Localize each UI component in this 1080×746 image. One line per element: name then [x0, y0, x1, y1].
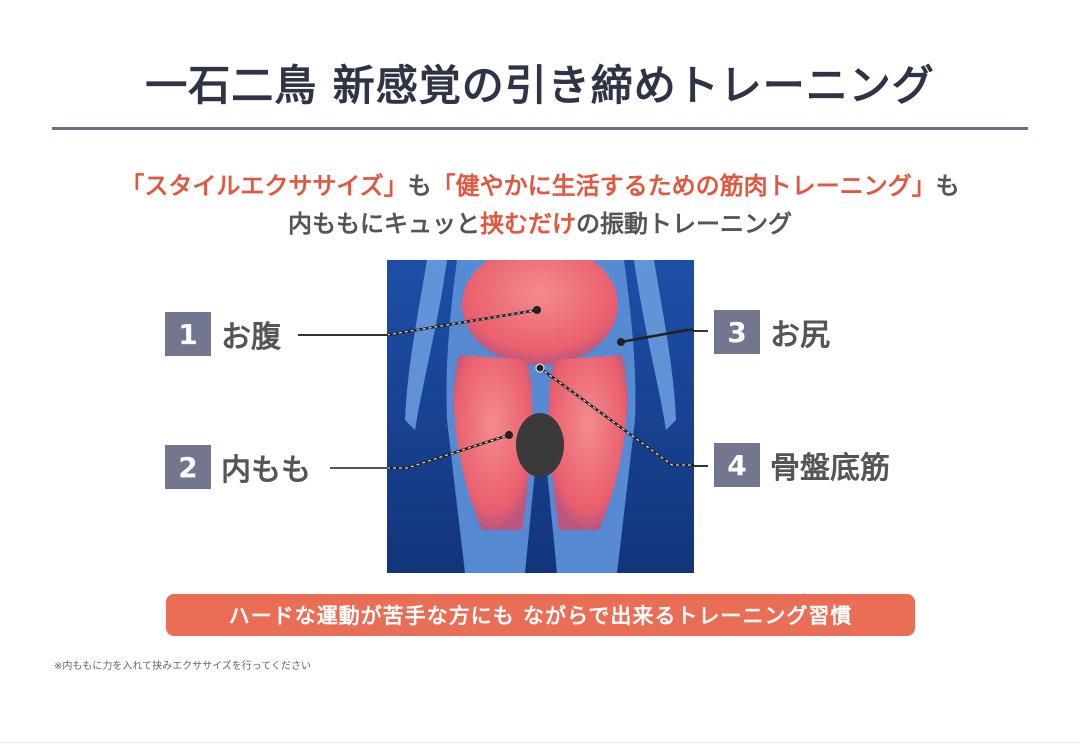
pointer-line-2: [330, 467, 388, 469]
label-inner-thigh: 2 内もも: [165, 445, 311, 489]
badge-2: 2: [165, 445, 211, 489]
bottom-divider: [0, 742, 1080, 743]
label-text-2: 内もも: [221, 453, 311, 488]
label-text-3: お尻: [770, 318, 830, 353]
pointer-line-1: [298, 334, 388, 336]
badge-4: 4: [714, 443, 760, 487]
label-text-1: お腹: [221, 320, 281, 355]
badge-3: 3: [714, 310, 760, 354]
lead-1-part-4: も: [935, 172, 960, 200]
lead-2-part-1: 内ももにキュッと: [288, 210, 480, 238]
pointer-line-4: [694, 465, 708, 467]
label-text-4: 骨盤底筋: [770, 451, 890, 486]
lead-1-part-3: 「健やかに生活するための筋肉トレーニング」: [431, 172, 936, 200]
pointer-line-3: [694, 330, 708, 332]
lead-1-part-1: 「スタイルエクササイズ」: [120, 172, 408, 200]
lead-2-part-2: 挟むだけ: [480, 210, 576, 238]
body-illustration-icon: [387, 260, 694, 573]
footnote: ※内ももに力を入れて挟みエクササイズを行ってください: [54, 661, 311, 672]
label-pelvic-floor: 4 骨盤底筋: [714, 443, 890, 487]
badge-1: 1: [165, 312, 211, 356]
tagline-banner: ハードな運動が苦手な方にも ながらで出来るトレーニング習慣: [166, 594, 915, 636]
lead-1-part-2: も: [407, 172, 432, 200]
body-muscle-illustration: [387, 260, 694, 573]
title-divider: [52, 127, 1028, 130]
lead-line-2: 内ももにキュッと挟むだけの振動トレーニング: [0, 204, 1080, 239]
lead-line-1: 「スタイルエクササイズ」も「健やかに生活するための筋肉トレーニング」も: [0, 166, 1080, 201]
label-buttocks: 3 お尻: [714, 310, 830, 354]
label-abdomen: 1 お腹: [165, 312, 281, 356]
page-title: 一石二鳥 新感覚の引き締めトレーニング: [145, 61, 935, 110]
lead-2-part-3: の振動トレーニング: [576, 210, 792, 238]
